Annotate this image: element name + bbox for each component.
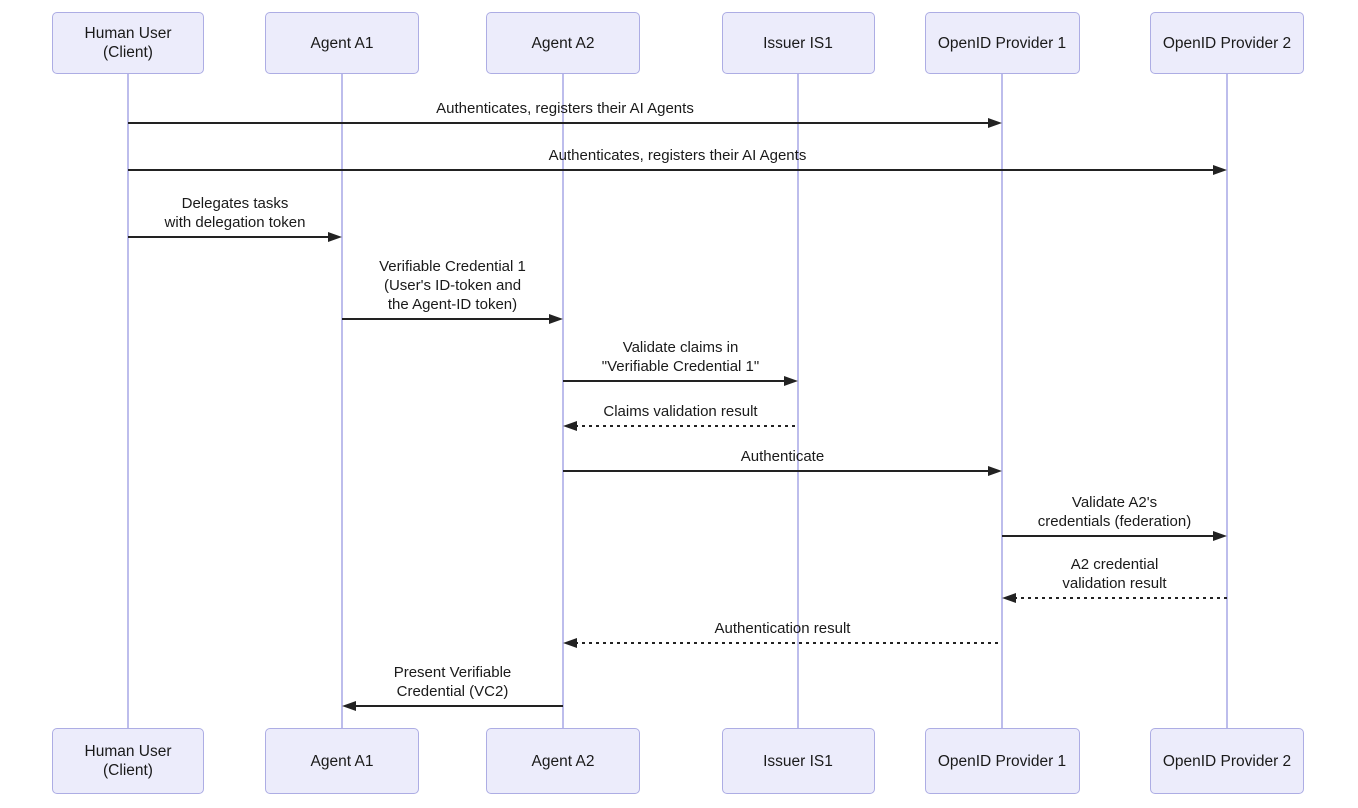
message-label-5: Claims validation result <box>381 402 981 421</box>
message-label-line: Validate A2's <box>1071 494 1158 511</box>
participant-label: Issuer IS1 <box>763 752 833 770</box>
participant-openid-provider-1-bottom: OpenID Provider 1 <box>924 728 1080 794</box>
message-label-7: Validate A2's credentials (federation) <box>815 493 1358 531</box>
message-label-1: Authenticates, registers their AI Agents <box>378 146 978 165</box>
message-line-6 <box>563 470 990 472</box>
message-label-6: Authenticate <box>483 447 1083 466</box>
message-arrowhead-0 <box>988 118 1002 128</box>
message-line-7 <box>1002 535 1215 537</box>
message-label-line: the Agent-ID token) <box>387 296 518 313</box>
participant-label: (Client) <box>103 762 153 779</box>
participant-agent-a1-top: Agent A1 <box>265 12 419 74</box>
message-label-8: A2 credential validation result <box>815 555 1358 593</box>
participant-label: Human User <box>84 743 172 760</box>
participant-label: OpenID Provider 2 <box>1162 34 1292 52</box>
lifeline-openid-provider-1 <box>1001 74 1003 728</box>
message-label-line: (User's ID-token and <box>383 277 522 294</box>
message-arrowhead-10 <box>342 701 356 711</box>
participant-label: Agent A2 <box>531 34 595 52</box>
message-arrowhead-2 <box>328 232 342 242</box>
lifeline-agent-a1 <box>341 74 343 728</box>
message-label-2: Delegates tasks with delegation token <box>0 194 535 232</box>
participant-issuer-is1-top: Issuer IS1 <box>721 12 875 74</box>
message-line-10 <box>354 705 563 707</box>
participant-label: OpenID Provider 1 <box>937 34 1067 52</box>
message-label-9: Authentication result <box>483 619 1083 638</box>
message-label-4: Validate claims in "Verifiable Credential… <box>381 338 981 376</box>
lifeline-human-user <box>127 74 129 728</box>
participant-label: (Client) <box>103 44 153 61</box>
message-line-5 <box>575 425 798 427</box>
message-label-0: Authenticates, registers their AI Agents <box>265 99 865 118</box>
message-label-line: credentials (federation) <box>1037 513 1192 530</box>
lifeline-agent-a2 <box>562 74 564 728</box>
participant-agent-a1-bottom: Agent A1 <box>265 728 419 794</box>
message-line-2 <box>128 236 330 238</box>
message-line-3 <box>342 318 551 320</box>
message-label-line: Authenticates, registers their AI Agents <box>548 147 807 164</box>
participant-openid-provider-1-top: OpenID Provider 1 <box>924 12 1080 74</box>
message-arrowhead-5 <box>563 421 577 431</box>
message-label-line: Delegates tasks <box>181 195 289 212</box>
participant-human-user-top: Human User (Client) <box>52 12 204 74</box>
message-arrowhead-9 <box>563 638 577 648</box>
message-label-line: Verifiable Credential 1 <box>379 258 526 275</box>
message-label-line: with delegation token <box>164 214 306 231</box>
message-label-line: Present Verifiable <box>393 664 512 681</box>
message-label-3: Verifiable Credential 1 (User's ID-token … <box>153 257 753 314</box>
message-label-line: A2 credential <box>1070 556 1159 573</box>
participant-label: OpenID Provider 1 <box>937 752 1067 770</box>
participant-label: OpenID Provider 2 <box>1162 752 1292 770</box>
participant-agent-a2-bottom: Agent A2 <box>486 728 640 794</box>
participant-label: Agent A1 <box>310 752 374 770</box>
message-label-line: "Verifiable Credential 1" <box>601 358 760 375</box>
message-label-line: validation result <box>1062 575 1167 592</box>
message-label-line: Claims validation result <box>603 403 758 420</box>
message-label-line: Authenticate <box>740 448 825 465</box>
message-line-9 <box>575 642 1002 644</box>
message-line-1 <box>128 169 1215 171</box>
participant-openid-provider-2-top: OpenID Provider 2 <box>1150 12 1304 74</box>
participant-issuer-is1-bottom: Issuer IS1 <box>721 728 875 794</box>
message-arrowhead-4 <box>784 376 798 386</box>
message-label-line: Authenticates, registers their AI Agents <box>436 100 694 117</box>
message-line-4 <box>563 380 786 382</box>
participant-agent-a2-top: Agent A2 <box>486 12 640 74</box>
participant-openid-provider-2-bottom: OpenID Provider 2 <box>1150 728 1304 794</box>
message-label-line: Validate claims in <box>622 339 739 356</box>
participant-human-user-bottom: Human User (Client) <box>52 728 204 794</box>
message-line-8 <box>1014 597 1227 599</box>
lifeline-openid-provider-2 <box>1226 74 1228 728</box>
message-label-line: Credential (VC2) <box>396 683 509 700</box>
message-arrowhead-7 <box>1213 531 1227 541</box>
participant-label: Agent A2 <box>531 752 595 770</box>
message-arrowhead-3 <box>549 314 563 324</box>
message-line-0 <box>128 122 990 124</box>
message-arrowhead-1 <box>1213 165 1227 175</box>
lifeline-issuer-is1 <box>797 74 799 728</box>
participant-label: Agent A1 <box>310 34 374 52</box>
participant-label: Human User <box>84 25 172 42</box>
participant-label: Issuer IS1 <box>763 34 833 52</box>
message-arrowhead-6 <box>988 466 1002 476</box>
message-arrowhead-8 <box>1002 593 1016 603</box>
message-label-line: Authentication result <box>714 620 851 637</box>
